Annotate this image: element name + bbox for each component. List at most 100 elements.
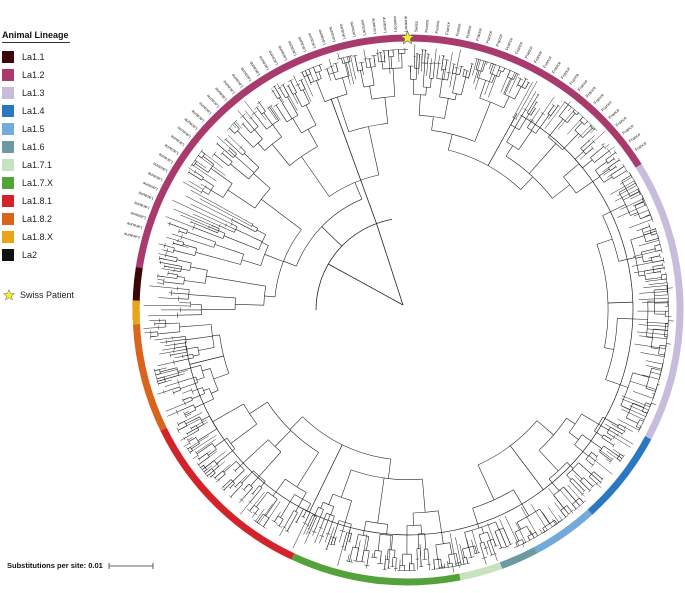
tree-branch-arc xyxy=(637,189,641,195)
tree-backbone-arc xyxy=(315,219,393,311)
tree-internal-branch xyxy=(472,508,480,529)
tip-label: France xyxy=(577,78,589,92)
tree-tip-branch xyxy=(596,483,602,488)
tree-tip-branch xyxy=(621,395,650,408)
tree-branch-arc xyxy=(654,227,657,230)
tree-tip-branch xyxy=(234,468,238,471)
tree-internal-branch xyxy=(536,420,554,436)
tree-internal-branch xyxy=(605,152,616,161)
tree-internal-branch xyxy=(506,127,516,143)
tree-branch-arc xyxy=(157,382,159,386)
tree-tip-branch xyxy=(242,123,246,128)
tree-internal-branch xyxy=(166,339,186,343)
tree-branch-arc xyxy=(621,180,631,197)
tree-branch-arc xyxy=(250,126,259,134)
tree-tip-branch xyxy=(625,427,633,432)
tree-branch-arc xyxy=(296,198,363,267)
tree-internal-branch xyxy=(212,403,244,423)
tree-internal-branch xyxy=(538,450,559,472)
tree-branch-arc xyxy=(464,521,496,533)
tree-internal-branch xyxy=(305,104,317,126)
tree-branch-arc xyxy=(190,396,193,401)
tree-branch-arc xyxy=(234,485,237,489)
tree-branch-arc xyxy=(252,511,258,516)
tree-internal-branch xyxy=(548,118,564,138)
tree-branch-arc xyxy=(262,513,270,519)
tree-internal-branch xyxy=(254,129,263,140)
tree-tip-branch xyxy=(642,301,669,303)
tree-internal-branch xyxy=(171,292,189,295)
tree-internal-branch xyxy=(566,462,574,469)
tree-branch-arc xyxy=(233,468,237,473)
tree-tip-branch xyxy=(192,455,199,460)
tree-tip-branch xyxy=(475,60,485,90)
tree-branch-arc xyxy=(294,521,298,524)
tree-branch-arc xyxy=(626,402,634,418)
tree-branch-arc xyxy=(197,457,201,461)
tree-internal-branch xyxy=(302,89,310,104)
tree-branch-arc xyxy=(254,504,259,509)
tree-branch-arc xyxy=(479,97,504,109)
tree-branch-arc xyxy=(190,447,193,451)
tree-tip-branch xyxy=(449,533,457,567)
lineage-ring-segment xyxy=(135,34,406,268)
tree-internal-branch xyxy=(272,478,286,497)
tree-branch-arc xyxy=(292,92,297,95)
tree-internal-branch xyxy=(474,101,491,142)
tree-branch-arc xyxy=(652,266,655,273)
tree-internal-branch xyxy=(582,141,594,152)
legend-label: La1.8.2 xyxy=(22,213,53,224)
tree-branch-arc xyxy=(507,76,514,80)
tree-branch-arc xyxy=(491,62,496,65)
tip-label: Lacaune xyxy=(317,28,327,45)
tree-tip-branch xyxy=(379,555,382,564)
tree-tip-branch xyxy=(162,347,175,351)
tree-branch-arc xyxy=(277,96,281,99)
tree-tip-branch xyxy=(610,423,625,432)
tree-tip-branch xyxy=(602,478,604,481)
tree-tip-branch xyxy=(158,379,172,385)
tree-tip-branch xyxy=(527,536,531,541)
tree-internal-branch xyxy=(241,259,261,266)
tree-tip-branch xyxy=(214,464,231,479)
tree-branch-arc xyxy=(649,402,652,408)
tree-branch-arc xyxy=(452,92,462,96)
tree-branch-arc xyxy=(662,263,664,267)
tree-internal-branch xyxy=(566,417,576,425)
tree-branch-arc xyxy=(612,443,616,448)
tree-branch-arc xyxy=(648,209,653,220)
tree-tip-branch xyxy=(193,213,220,227)
tree-tip-branch xyxy=(552,519,557,525)
tree-tip-branch xyxy=(190,203,232,225)
tree-branch-arc xyxy=(448,553,457,556)
tree-tip-branch xyxy=(188,180,204,190)
tree-tip-branch xyxy=(638,298,669,300)
tree-internal-branch xyxy=(422,479,426,513)
tree-tip-branch xyxy=(337,53,340,59)
legend-item-la1-3: La1.3 xyxy=(2,86,45,99)
tree-internal-branch xyxy=(613,170,627,180)
tree-tip-branch xyxy=(616,204,647,218)
tree-tip-branch xyxy=(646,328,668,331)
tree-internal-branch xyxy=(621,175,632,182)
tree-internal-branch xyxy=(191,443,200,450)
tree-branch-arc xyxy=(566,462,579,476)
tree-internal-branch xyxy=(183,244,197,249)
tree-branch-arc xyxy=(594,417,604,432)
tree-tip-branch xyxy=(574,475,591,491)
tree-branch-arc xyxy=(268,439,282,453)
lineage-ring-segment xyxy=(587,436,652,515)
tree-branch-arc xyxy=(630,239,640,277)
tree-branch-arc xyxy=(574,129,583,138)
tree-branch-arc xyxy=(346,532,352,534)
tree-branch-arc xyxy=(514,525,527,533)
tree-tip-branch xyxy=(437,558,440,569)
tree-branch-arc xyxy=(251,492,254,496)
tree-internal-branch xyxy=(178,298,189,300)
tree-internal-branch xyxy=(257,142,265,151)
tree-branch-arc xyxy=(211,151,217,157)
tree-branch-arc xyxy=(641,252,644,262)
tree-branch-arc xyxy=(222,488,225,492)
tree-branch-arc xyxy=(548,462,568,480)
tree-branch-arc xyxy=(641,198,646,206)
